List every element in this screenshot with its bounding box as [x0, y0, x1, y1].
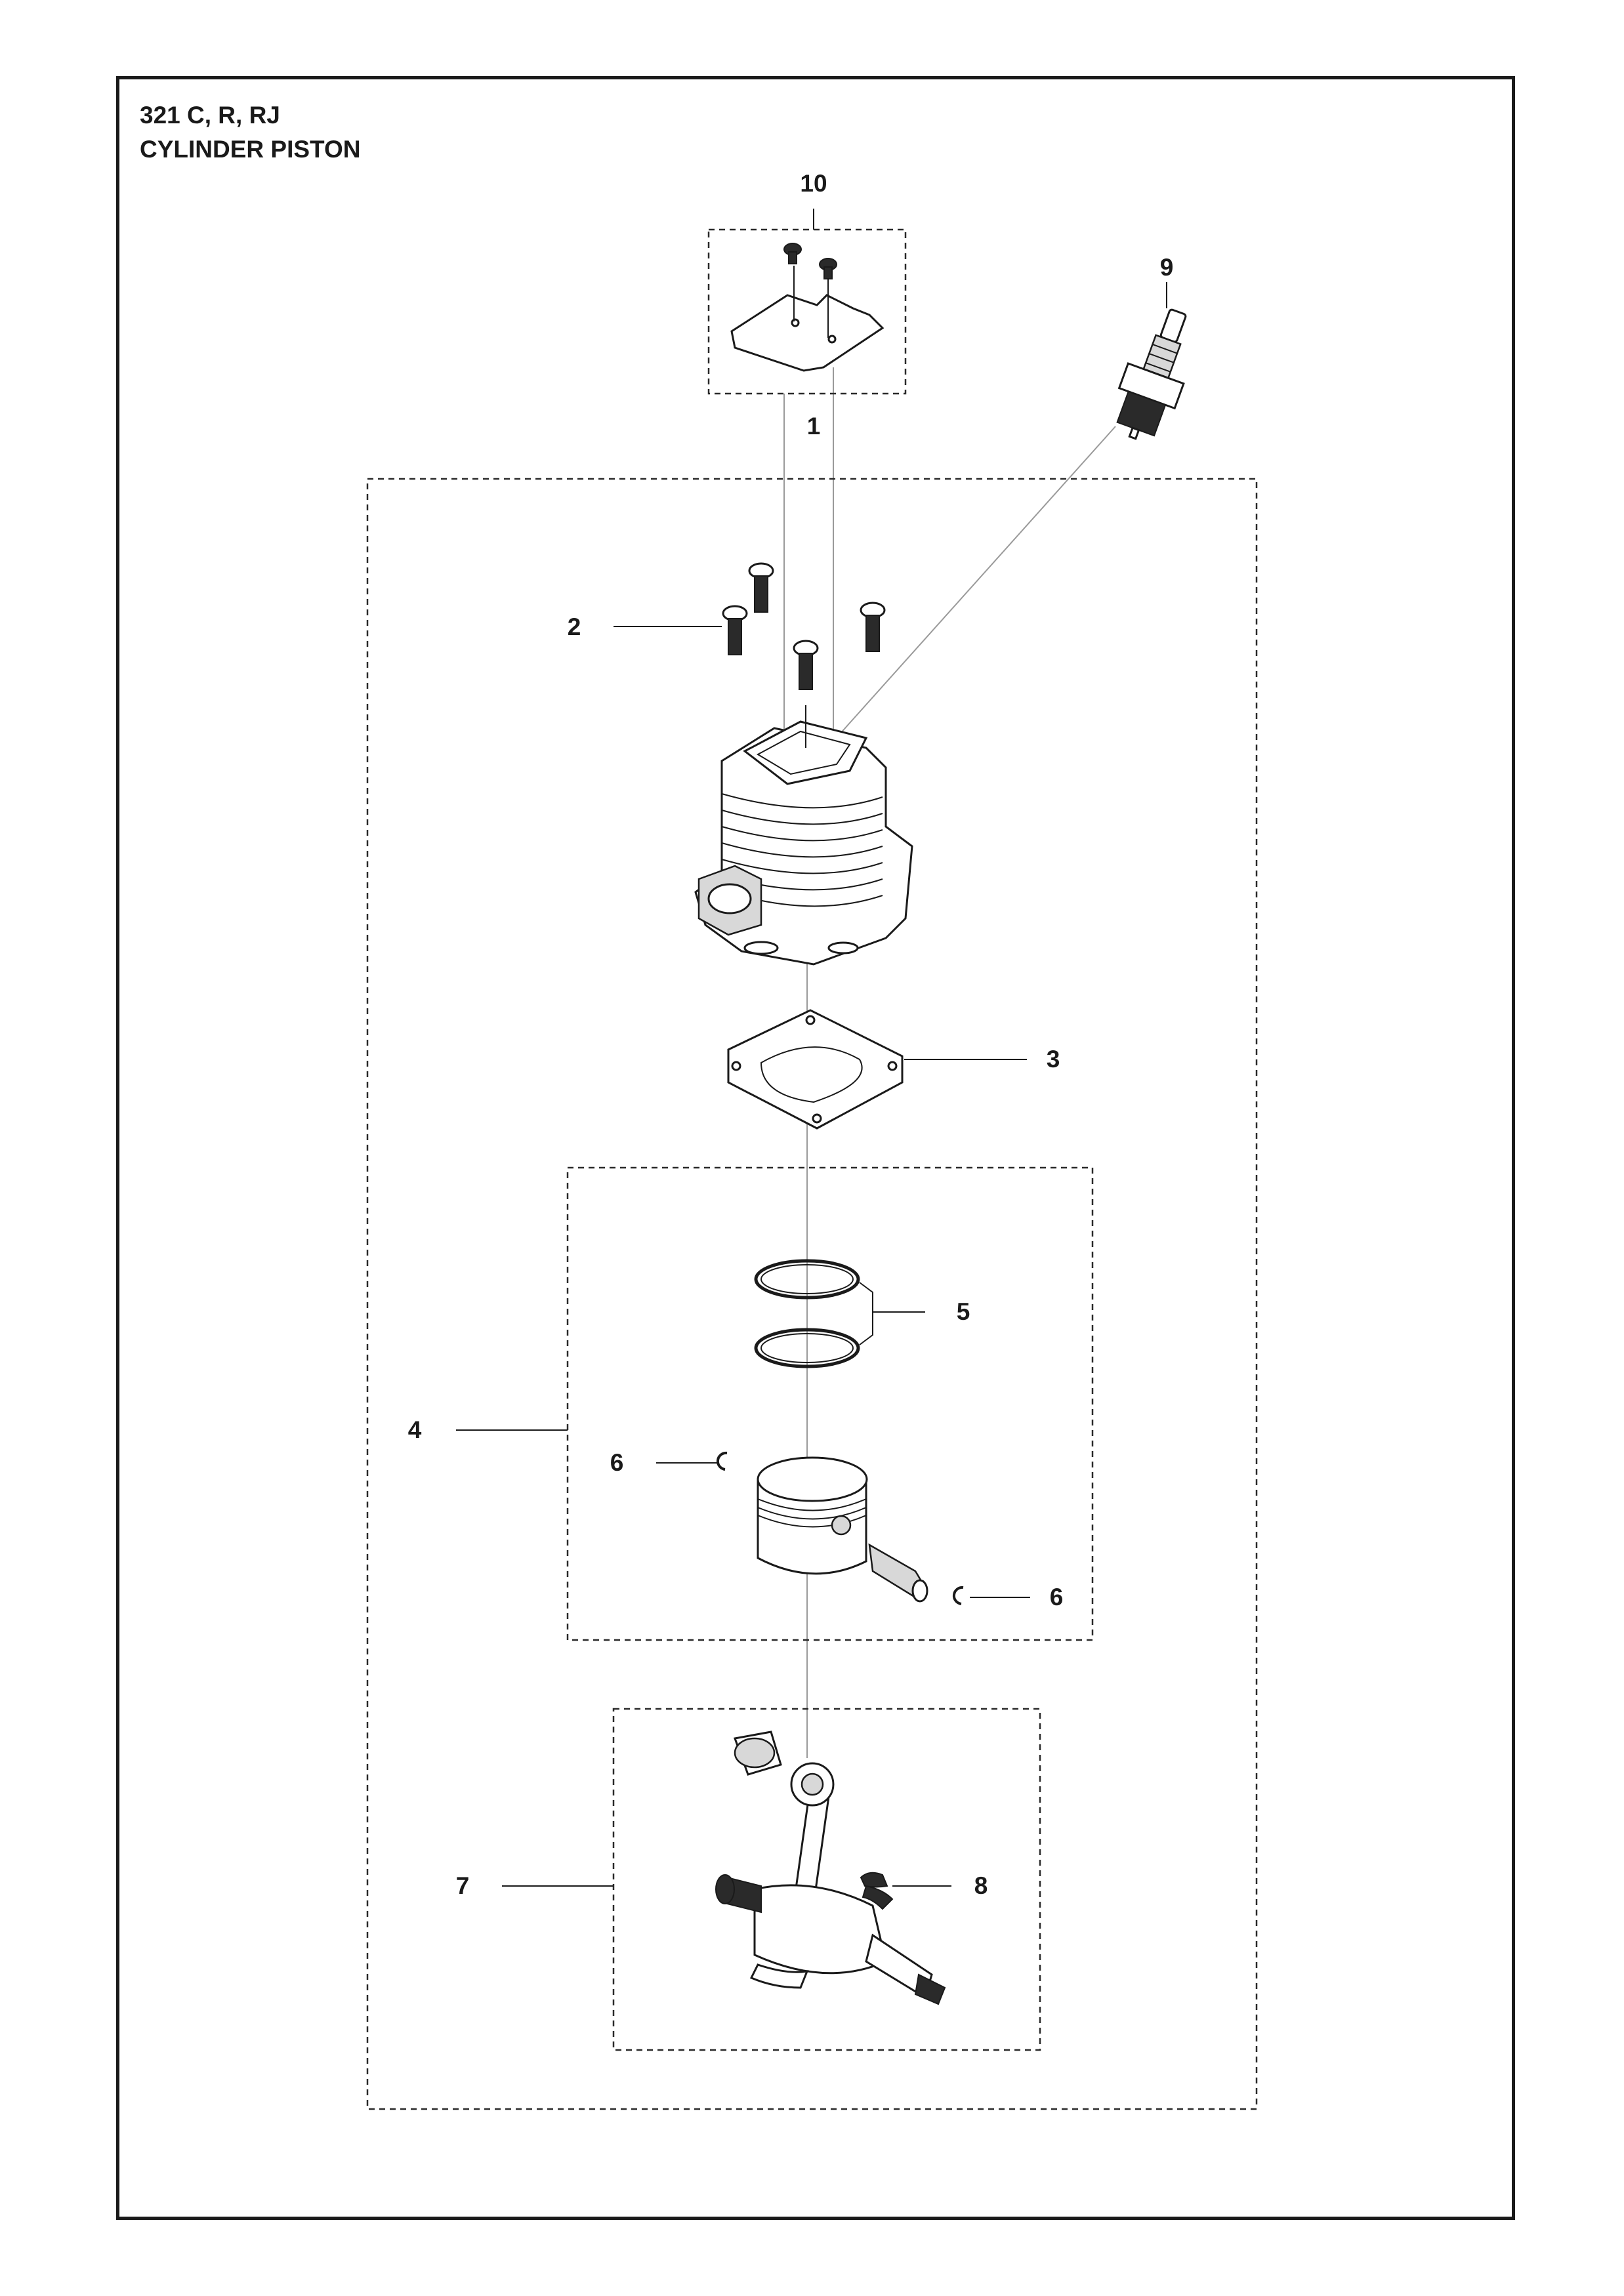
callout-1: 1 [807, 413, 821, 440]
callout-4: 4 [408, 1416, 422, 1443]
page-frame [116, 76, 1515, 2220]
page-header: 321 C, R, RJ CYLINDER PISTON [140, 98, 360, 167]
part-2-screws [614, 562, 886, 690]
callout-9: 9 [1160, 254, 1174, 281]
group-box-7 [612, 1708, 1041, 2051]
part-7-crankshaft [502, 1731, 946, 2005]
part-9-spark-plug [1116, 308, 1187, 440]
part-10-plate [730, 209, 885, 372]
callout-10: 10 [800, 170, 827, 197]
part-6-circlips [656, 1451, 1030, 1605]
section-title: CYLINDER PISTON [140, 136, 361, 163]
model-title: 321 C, R, RJ [140, 102, 280, 129]
part-4-piston [456, 1429, 928, 1603]
callout-2: 2 [568, 613, 581, 640]
group-box-10 [707, 228, 907, 395]
callout-6-left: 6 [610, 1449, 624, 1476]
callout-6-right: 6 [1050, 1584, 1064, 1610]
callout-8: 8 [974, 1872, 988, 1899]
part-8-key [860, 1872, 951, 1888]
part-5-piston-rings [754, 1259, 925, 1368]
group-box-4 [566, 1166, 1094, 1641]
callout-7: 7 [456, 1872, 470, 1899]
group-box-1 [366, 478, 1258, 2110]
part-1-cylinder [694, 705, 913, 966]
callout-3: 3 [1047, 1046, 1060, 1073]
callout-5: 5 [957, 1298, 970, 1325]
part-3-gasket [727, 1009, 1027, 1130]
